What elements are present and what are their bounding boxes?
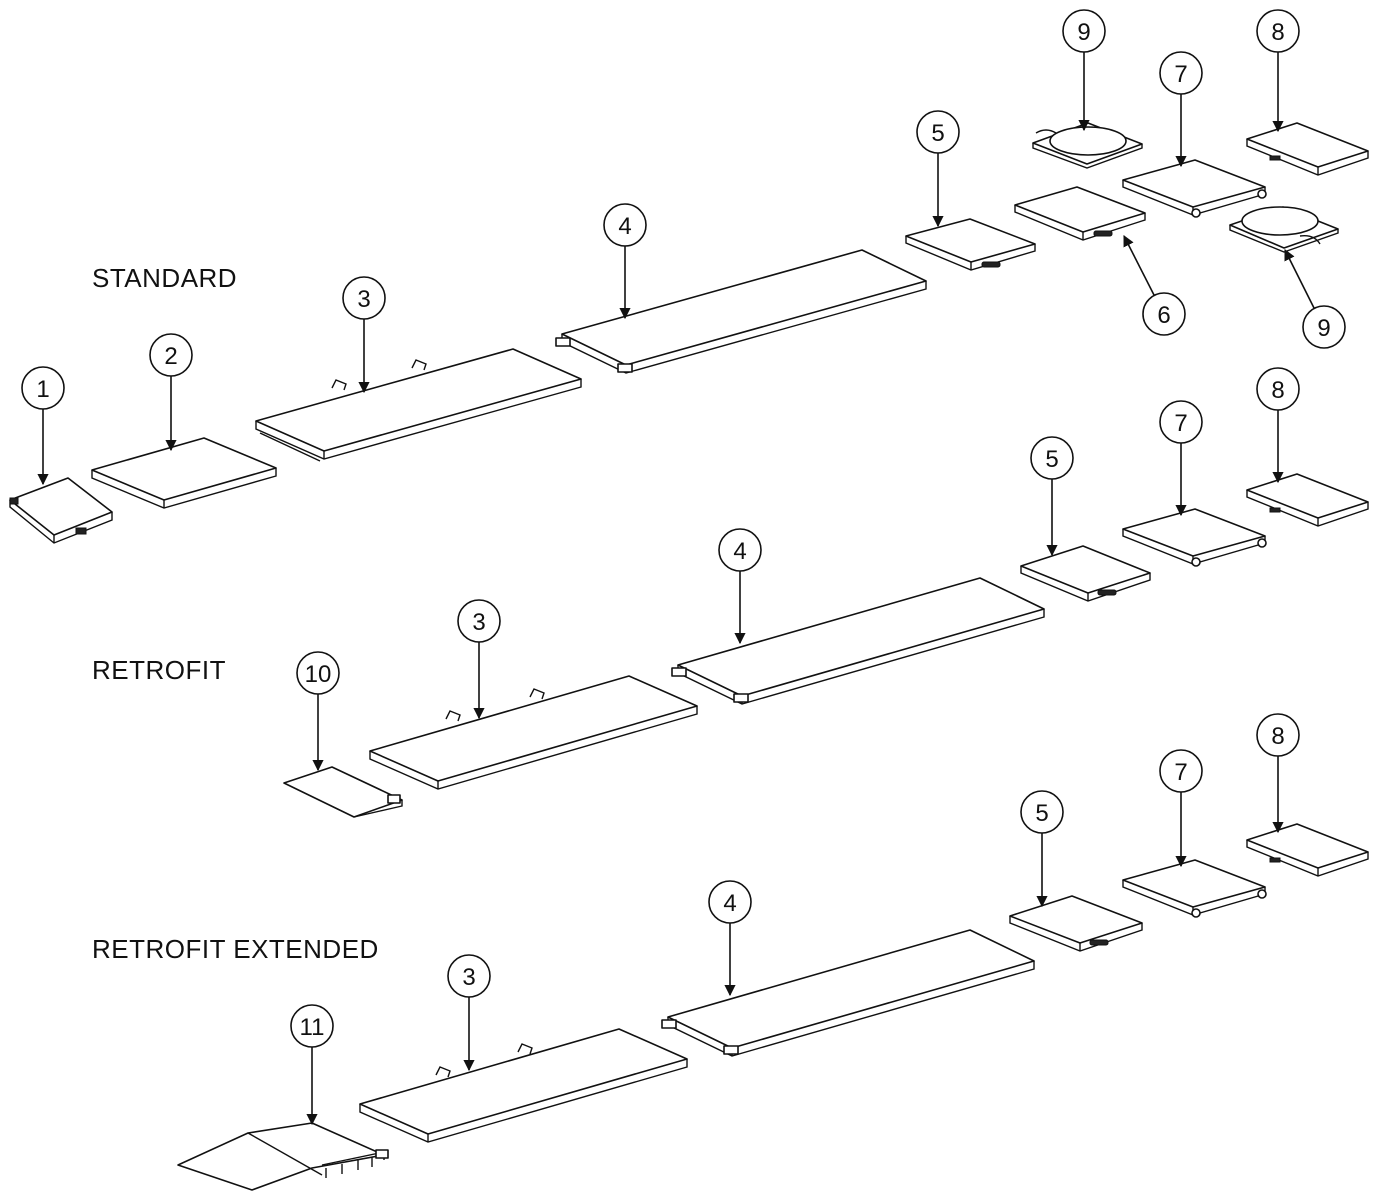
svg-text:8: 8 (1271, 19, 1284, 46)
part-5-plate-retrofit (1020, 545, 1151, 602)
part-8-plate-extended (1246, 823, 1369, 877)
callout-standard-1: 1 (21, 366, 65, 486)
svg-text:3: 3 (462, 964, 475, 991)
part-7-slip-plate-extended (1122, 859, 1267, 918)
part-6-plate (1014, 186, 1146, 241)
callout-retrofit-7: 7 (1159, 400, 1203, 517)
part-9-turntable-lower (1229, 206, 1339, 253)
callout-retrofit-4: 4 (718, 528, 762, 645)
callout-standard-2: 2 (149, 333, 193, 452)
callout-retrofit-10: 10 (296, 651, 340, 772)
svg-text:7: 7 (1174, 410, 1187, 437)
part-4-runway-retrofit (671, 577, 1045, 705)
svg-text:11: 11 (300, 1014, 325, 1041)
callout-extended-11: 11 (290, 1004, 334, 1126)
svg-text:6: 6 (1157, 302, 1170, 329)
part-3-front-section-extended (359, 1028, 688, 1143)
callout-standard-4: 4 (603, 203, 647, 320)
section-label-retrofit-extended: RETROFIT EXTENDED (92, 934, 379, 964)
callout-standard-3: 3 (342, 276, 386, 394)
callout-extended-5: 5 (1020, 790, 1064, 908)
svg-text:4: 4 (618, 213, 631, 240)
callout-standard-5: 5 (916, 110, 960, 228)
part-11-extended-ramp (177, 1122, 389, 1191)
svg-text:3: 3 (357, 286, 370, 313)
svg-text:5: 5 (1045, 446, 1058, 473)
part-4-runway-extended (661, 929, 1035, 1057)
part-8-plate-retrofit (1246, 473, 1369, 527)
svg-text:5: 5 (1035, 800, 1048, 827)
callout-extended-8: 8 (1256, 713, 1300, 834)
callout-extended-4: 4 (708, 880, 752, 997)
part-8-plate (1246, 122, 1369, 176)
svg-text:4: 4 (723, 890, 736, 917)
callout-standard-9-upper: 9 (1062, 9, 1106, 132)
callout-extended-3: 3 (447, 954, 491, 1072)
part-5-plate-extended (1009, 895, 1143, 952)
callout-standard-8: 8 (1256, 9, 1300, 133)
part-3-front-section (255, 348, 582, 462)
svg-text:8: 8 (1271, 377, 1284, 404)
part-7-slip-plate-retrofit (1122, 508, 1267, 567)
part-1-ramp (9, 477, 113, 544)
part-7-slip-plate (1122, 159, 1267, 218)
part-9-turntable-upper (1032, 122, 1143, 169)
svg-text:7: 7 (1174, 61, 1187, 88)
callout-retrofit-3: 3 (457, 599, 501, 720)
part-3-front-section-retrofit (369, 675, 698, 790)
callout-standard-9-lower: 9 (1284, 248, 1346, 349)
callout-retrofit-5: 5 (1030, 436, 1074, 557)
part-2-plate (91, 437, 277, 509)
svg-text:9: 9 (1317, 315, 1330, 342)
svg-text:1: 1 (36, 376, 49, 403)
section-label-retrofit: RETROFIT (92, 655, 226, 685)
callout-standard-7: 7 (1159, 51, 1203, 168)
callout-standard-6: 6 (1123, 235, 1186, 336)
callout-retrofit-8: 8 (1256, 367, 1300, 484)
svg-text:8: 8 (1271, 723, 1284, 750)
svg-text:5: 5 (931, 120, 944, 147)
svg-text:4: 4 (733, 538, 746, 565)
svg-text:3: 3 (472, 609, 485, 636)
svg-text:7: 7 (1174, 759, 1187, 786)
svg-text:10: 10 (305, 661, 332, 688)
part-5-plate (905, 218, 1036, 271)
callout-extended-7: 7 (1159, 749, 1203, 868)
svg-text:9: 9 (1077, 19, 1090, 46)
part-4-runway (555, 249, 927, 374)
part-10-ramp (283, 766, 403, 818)
section-label-standard: STANDARD (92, 263, 237, 293)
svg-text:2: 2 (164, 343, 177, 370)
